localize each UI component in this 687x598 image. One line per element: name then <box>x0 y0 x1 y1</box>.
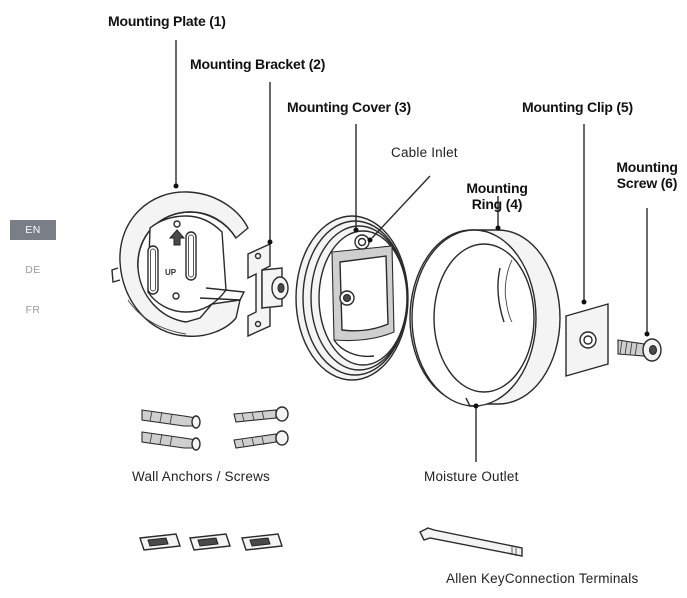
label-mounting-ring-line2: Ring (4) <box>471 196 523 212</box>
label-mounting-ring-line1: Mounting <box>466 180 528 196</box>
language-selector: EN DE FR <box>10 220 56 340</box>
language-option-fr[interactable]: FR <box>25 304 41 316</box>
mounting-ring <box>409 229 561 407</box>
label-mounting-screw-line2: Screw (6) <box>616 175 678 191</box>
leader-lines <box>173 40 650 462</box>
label-mounting-clip: Mounting Clip (5) <box>522 99 633 115</box>
language-option-de[interactable]: DE <box>25 264 41 276</box>
plate-up-marking: UP <box>165 268 177 277</box>
label-mounting-screw: Mounting Screw (6) <box>610 159 684 191</box>
mounting-bracket <box>247 242 289 338</box>
label-mounting-cover: Mounting Cover (3) <box>287 99 411 115</box>
mounting-plate <box>111 191 249 337</box>
allen-key <box>419 527 523 557</box>
label-mounting-bracket: Mounting Bracket (2) <box>190 56 326 72</box>
wall-anchors-and-screws <box>141 406 289 451</box>
language-option-en[interactable]: EN <box>10 220 56 240</box>
connection-terminals <box>139 533 283 551</box>
label-mounting-plate: Mounting Plate (1) <box>108 13 226 29</box>
label-mounting-screw-line1: Mounting <box>616 159 678 175</box>
mounting-screw <box>617 338 662 362</box>
label-cable-inlet: Cable Inlet <box>391 145 458 160</box>
mounting-clip <box>565 303 609 377</box>
label-moisture-outlet: Moisture Outlet <box>424 469 519 484</box>
label-wall-anchors: Wall Anchors / Screws <box>132 469 270 484</box>
mounting-cover <box>295 215 409 381</box>
label-allen-key: Allen KeyConnection Terminals <box>446 571 639 586</box>
label-mounting-ring: Mounting Ring (4) <box>460 180 534 212</box>
